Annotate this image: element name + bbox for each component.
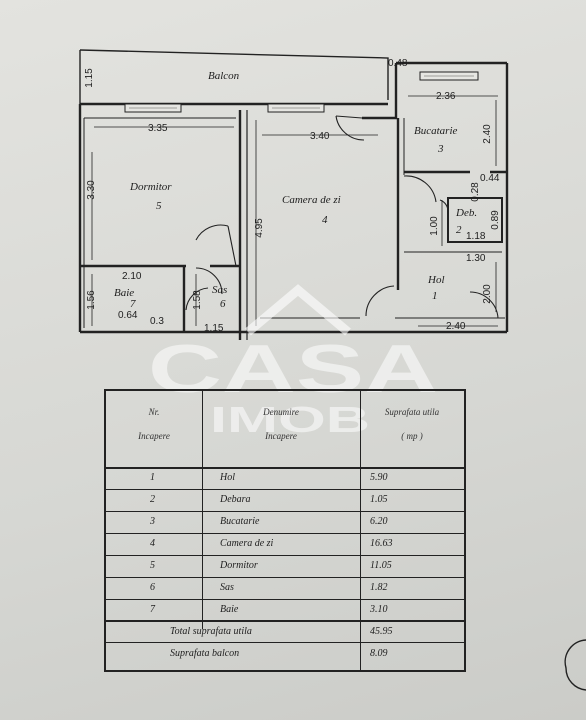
dim-sas-width: 1.15	[204, 323, 224, 334]
col-divider-2	[360, 391, 361, 670]
row-room-name: Dormitor	[220, 560, 258, 571]
row-area: 6.20	[370, 516, 388, 527]
room-kitchen-number: 3	[437, 143, 444, 155]
header-name-line2: Incapere	[265, 431, 297, 441]
room-kitchen-name: Bucatarie	[414, 125, 457, 137]
balcony-area-row: Suprafata balcon 8.09	[106, 642, 464, 665]
watermark-main: CASA	[148, 331, 438, 407]
dim-hall-bottom: 2.40	[446, 321, 466, 332]
dim-storage-d: 0.89	[490, 210, 501, 230]
row-room-name: Camera de zi	[220, 538, 274, 549]
dim-hall-right: 2.00	[482, 284, 493, 304]
row-number: 4	[150, 538, 155, 549]
dim-hall-top: 1.30	[466, 253, 486, 264]
row-area: 1.82	[370, 582, 388, 593]
balcony-area-value: 8.09	[370, 648, 388, 659]
stamp-fragment	[564, 639, 586, 691]
room-storage-name: Deb.	[455, 207, 477, 219]
row-room-name: Bucatarie	[220, 516, 260, 527]
total-useful-value: 45.95	[370, 626, 393, 637]
dim-bath-corner: 0.3	[150, 316, 164, 327]
header-area-line2: ( mp )	[401, 431, 423, 441]
dim-living-width: 3.40	[310, 131, 330, 142]
dim-bedroom-depth: 3.30	[86, 180, 97, 200]
row-number: 6	[150, 582, 155, 593]
room-bath-name: Baie	[114, 287, 134, 299]
dim-bath-width: 2.10	[122, 271, 142, 282]
header-area-line1: Suprafata utila	[384, 407, 440, 417]
room-hall-number: 1	[432, 290, 438, 302]
surface-table: Nr. Incapere Denumire Incapere Suprafata…	[104, 389, 466, 672]
dim-kitchen-small: 0.28	[470, 182, 481, 202]
header-nr-line2: Incapere	[138, 431, 170, 441]
room-living-name: Camera de zi	[282, 194, 341, 206]
row-number: 3	[150, 516, 155, 527]
dim-balcony-side: 0.48	[388, 58, 408, 69]
table-row: 7 Baie 3.10	[106, 599, 464, 622]
dim-bedroom-width: 3.35	[148, 123, 168, 134]
row-area: 11.05	[370, 560, 392, 571]
watermark: CASA IMOB	[148, 284, 438, 440]
header-nr-line1: Nr.	[148, 407, 160, 417]
row-number: 2	[150, 494, 155, 505]
row-room-name: Sas	[220, 582, 234, 593]
table-row: 5 Dormitor 11.05	[106, 555, 464, 578]
dim-kitchen-width: 2.36	[436, 91, 456, 102]
dim-storage-h: 1.00	[429, 216, 440, 236]
row-number: 7	[150, 604, 155, 615]
room-bedroom-number: 5	[156, 200, 162, 212]
total-useful-row: Total suprafata utila 45.95	[106, 620, 464, 643]
balcony-area-label: Suprafata balcon	[170, 648, 240, 659]
room-hall-name: Hol	[427, 274, 445, 286]
dim-storage-w: 1.18	[466, 231, 486, 242]
row-room-name: Baie	[220, 604, 239, 615]
room-living-number: 4	[322, 214, 328, 226]
dim-kitchen-wall: 0.44	[480, 173, 500, 184]
dim-bath-depth: 1.56	[86, 290, 97, 310]
balcony-label: Balcon	[208, 70, 240, 82]
row-area: 5.90	[370, 472, 388, 483]
row-number: 5	[150, 560, 155, 571]
table-row: 1 Hol 5.90	[106, 467, 464, 490]
row-room-name: Hol	[220, 472, 235, 483]
table-row: 2 Debara 1.05	[106, 489, 464, 512]
row-number: 1	[150, 472, 155, 483]
room-storage-number: 2	[456, 224, 462, 236]
table-header: Nr. Incapere Denumire Incapere Suprafata…	[106, 391, 464, 469]
row-room-name: Debara	[220, 494, 251, 505]
row-area: 3.10	[370, 604, 388, 615]
col-divider-1	[202, 391, 203, 629]
room-sas-number: 6	[220, 298, 226, 310]
total-useful-label: Total suprafata utila	[170, 626, 252, 637]
watermark-sub: IMOB	[210, 399, 370, 440]
table-row: 3 Bucatarie 6.20	[106, 511, 464, 534]
dim-living-depth: 4.95	[254, 218, 265, 238]
table-row: 6 Sas 1.82	[106, 577, 464, 600]
dim-sas-depth: 1.58	[192, 290, 203, 310]
dim-balcony-depth: 1.15	[84, 68, 95, 88]
header-name-line1: Denumire	[263, 407, 299, 417]
dim-kitchen-depth: 2.40	[482, 124, 493, 144]
table-row: 4 Camera de zi 16.63	[106, 533, 464, 556]
dim-bath-small: 0.64	[118, 310, 138, 321]
room-bedroom-name: Dormitor	[129, 181, 172, 193]
row-area: 16.63	[370, 538, 393, 549]
room-bath-number: 7	[130, 298, 136, 310]
room-sas-name: Sas	[212, 284, 227, 296]
row-area: 1.05	[370, 494, 388, 505]
